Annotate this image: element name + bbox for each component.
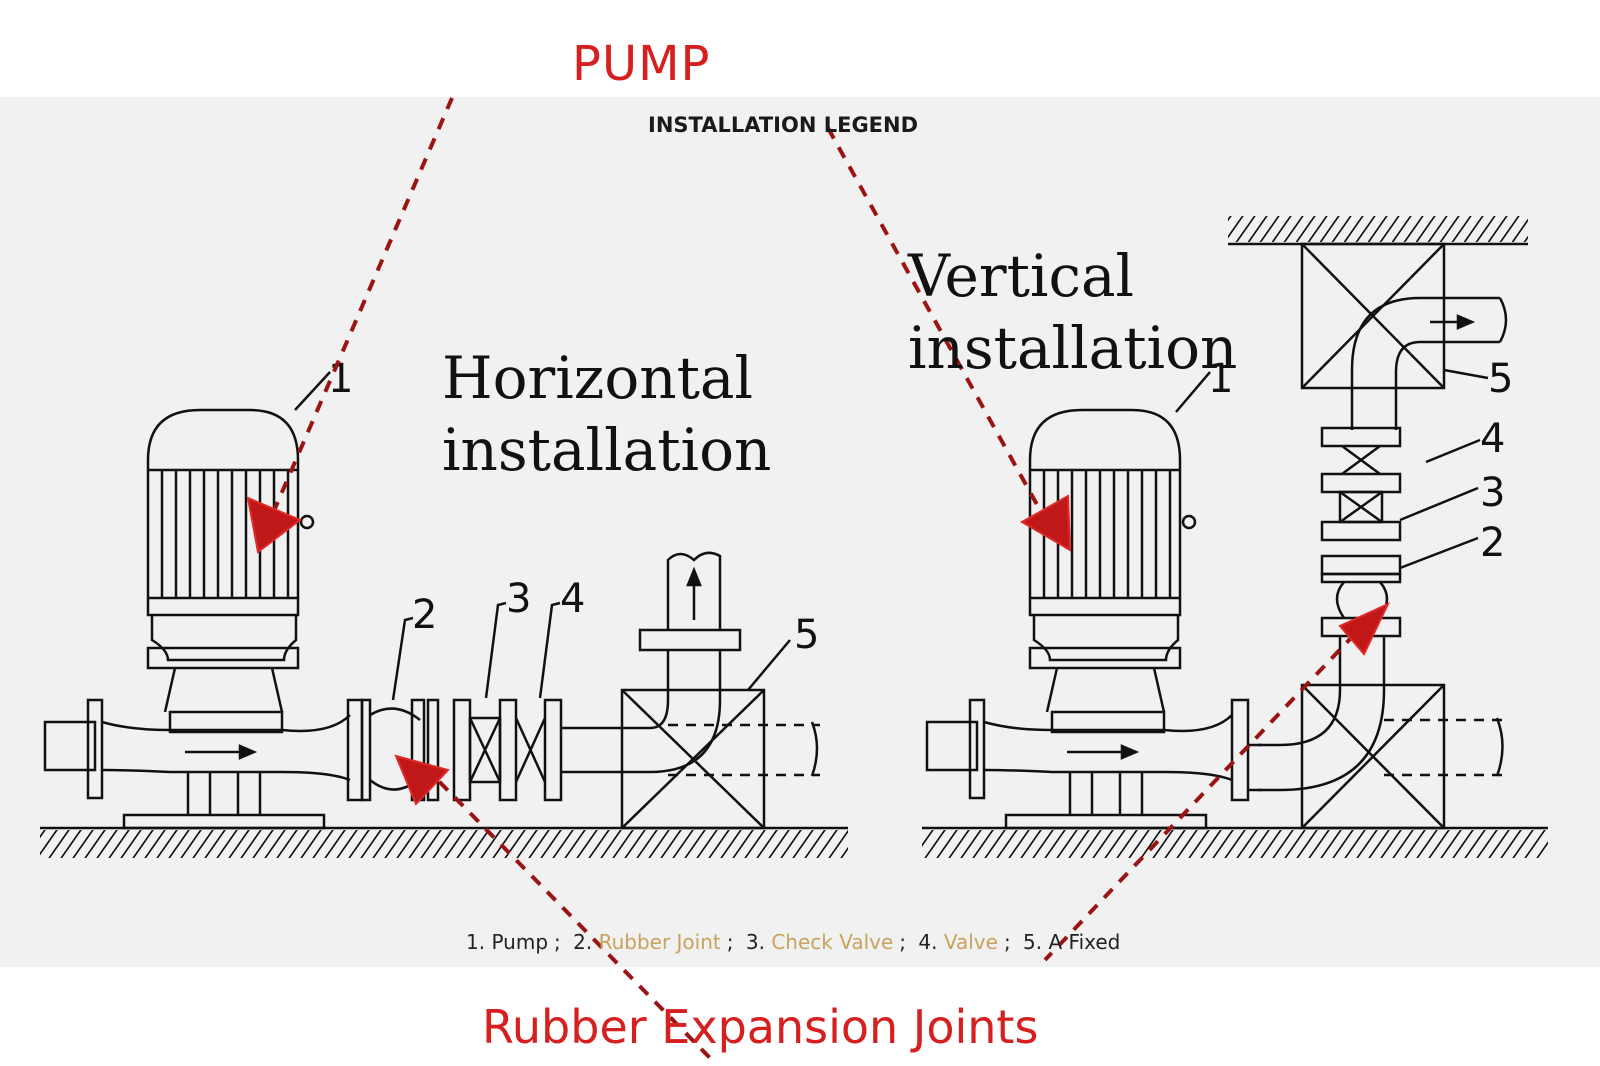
pump-pointer-line-left [268,97,454,521]
legend-title: INSTALLATION LEGEND [648,113,919,137]
horizontal-installation-title: Horizontal installation [442,342,771,486]
annotation-arrowheads [246,494,1391,806]
vertical-installation-title: Vertical installation [908,240,1237,384]
rubber-joints-callout: Rubber Expansion Joints [482,1000,1039,1054]
annotation-overlay [268,97,1372,1062]
pump-arrowhead-right [1019,494,1072,552]
vertical-part-numbers: 1 2 3 4 5 [1208,356,1513,566]
h-label-1: 1 [328,356,353,402]
v-label-2: 2 [1480,520,1505,566]
h-label-5: 5 [794,612,819,658]
pump-arrowhead-left [246,496,302,554]
horizontal-installation-drawing [40,371,848,858]
horizontal-title-line-1: Horizontal [442,344,754,412]
joint-arrowhead-left [394,754,450,806]
v-label-1: 1 [1208,356,1233,402]
legend-item-2: 2. Rubber Joint [573,930,721,954]
legend-item-1: 1. Pump [466,930,549,954]
v-label-5: 5 [1488,356,1513,402]
h-label-2: 2 [412,592,437,638]
v-label-3: 3 [1480,470,1505,516]
vertical-installation-drawing [922,216,1548,858]
horizontal-part-numbers: 1 2 3 4 5 [328,356,819,658]
parts-legend: 1. Pump; 2. Rubber Joint; 3. Check Valve… [466,930,1121,954]
joint-pointer-line-left [422,764,714,1062]
pump-callout: PUMP [572,36,711,92]
legend-item-3: 3. Check Valve [745,930,894,954]
v-label-4: 4 [1480,416,1505,462]
horizontal-title-line-2: installation [442,416,772,484]
pump-pointer-line-right [826,127,1042,511]
legend-item-4: 4. Valve [918,930,998,954]
pump-motor [146,408,315,734]
h-label-4: 4 [560,576,585,622]
legend-item-5: 5. A Fixed [1023,930,1121,954]
joint-arrowhead-right [1338,601,1391,656]
joint-pointer-line-right [1043,616,1372,962]
vertical-pump-motor [1028,408,1197,734]
vertical-title-line-1: Vertical [908,242,1135,310]
h-label-3: 3 [506,576,531,622]
vertical-title-line-2: installation [908,314,1238,382]
